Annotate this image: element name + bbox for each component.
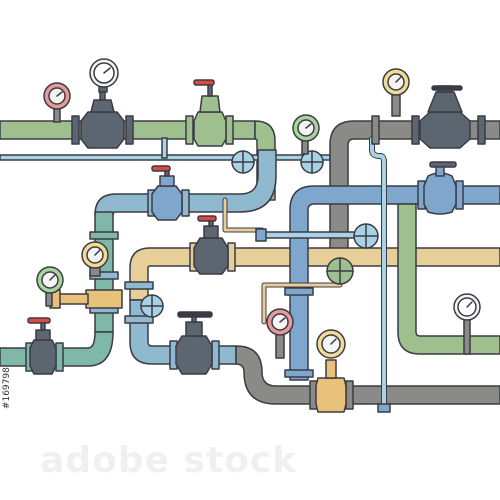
pressure-gauge-green-left xyxy=(36,266,64,307)
pipe-steelblue-right xyxy=(289,185,500,381)
handwheel-1 xyxy=(231,150,255,174)
pressure-gauge-red-top xyxy=(43,82,71,123)
handwheel-3 xyxy=(353,223,379,249)
pressure-gauge-white-top xyxy=(89,58,119,93)
handwheel-4 xyxy=(326,257,354,285)
gate-valve-lower-blue xyxy=(175,311,213,375)
pipe-tan xyxy=(129,247,500,301)
valve-handle-icon xyxy=(197,215,217,222)
pipe-green-right xyxy=(397,203,500,355)
valve-handle-icon xyxy=(27,317,51,324)
pipe-gray-bottom xyxy=(235,345,500,405)
pressure-gauge-yellow-left xyxy=(81,241,109,277)
check-valve-top-right xyxy=(419,85,471,149)
gate-valve-top-left xyxy=(80,85,125,149)
gate-valve-center-blue xyxy=(151,165,183,221)
thin-pipe-blue-vertical xyxy=(369,136,391,413)
brass-fitting-bottom xyxy=(315,359,347,413)
thin-pipe-tan xyxy=(222,197,343,325)
pipe-blue-center xyxy=(94,149,277,216)
valve-handle-icon xyxy=(193,79,215,86)
pressure-gauge-yellow-top-right xyxy=(382,68,410,117)
gate-valve-bottom-left xyxy=(27,317,57,375)
ball-valve-right xyxy=(423,161,457,215)
pressure-gauge-red-center xyxy=(266,308,294,359)
handwheel-2 xyxy=(300,150,324,174)
brass-fitting xyxy=(49,289,123,309)
pipe-thin-horizontal xyxy=(0,137,331,161)
ball-valve-top-green xyxy=(193,79,227,147)
gate-valve-tan xyxy=(193,215,229,275)
pressure-gauge-green-top xyxy=(292,114,320,155)
valve-handle-icon xyxy=(151,165,171,172)
pressure-gauge-white-right xyxy=(453,293,481,355)
pressure-gauge-yellow-bottom xyxy=(316,329,346,359)
handwheel-5 xyxy=(140,294,164,318)
